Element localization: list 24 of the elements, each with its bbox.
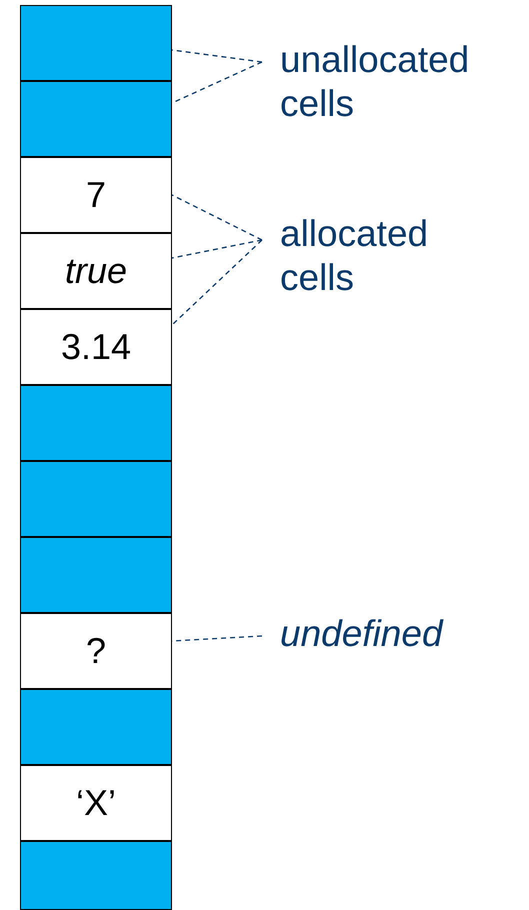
cell-value: true (64, 253, 128, 289)
annotation-label: allocated cells (280, 212, 430, 300)
leader-line (172, 194, 262, 241)
memory-cell (20, 765, 172, 841)
memory-cell-filled (20, 461, 172, 537)
cell-value: ‘X’ (76, 785, 116, 821)
memory-cell-filled (20, 385, 172, 461)
memory-cell-filled (20, 81, 172, 157)
memory-cell-filled (20, 841, 172, 910)
annotation-label: undefined (280, 612, 444, 656)
memory-cell (20, 309, 172, 385)
memory-cell (20, 233, 172, 309)
leader-line (172, 239, 262, 259)
cell-value: 7 (86, 177, 106, 213)
memory-cell-filled (20, 5, 172, 81)
memory-cell (20, 157, 172, 233)
leader-line (172, 240, 262, 326)
memory-cell-filled (20, 537, 172, 613)
memory-cell (20, 613, 172, 689)
memory-cell-filled (20, 689, 172, 765)
cell-value: 3.14 (60, 329, 132, 365)
cell-value: ? (86, 633, 106, 669)
annotation-label: unallocated cells (280, 38, 470, 126)
leader-line (172, 49, 262, 63)
